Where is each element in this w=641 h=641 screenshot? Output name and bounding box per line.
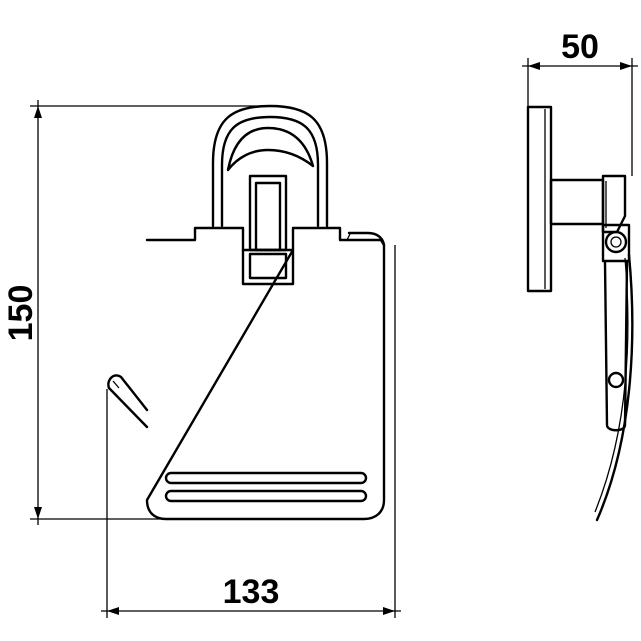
support-post bbox=[549, 178, 605, 226]
cover-flap bbox=[145, 226, 386, 521]
cover-curve bbox=[595, 253, 634, 522]
pivot-circle bbox=[604, 230, 628, 254]
pivot-block bbox=[601, 223, 631, 263]
side-arm bbox=[107, 374, 149, 429]
dimension-width: 133 bbox=[101, 245, 401, 618]
dimension-depth: 50 bbox=[522, 28, 638, 176]
wall-plate bbox=[526, 105, 553, 293]
depth-label: 50 bbox=[561, 28, 599, 66]
side-view bbox=[526, 105, 634, 522]
height-label: 150 bbox=[2, 285, 40, 342]
center-stem bbox=[241, 174, 295, 286]
front-view bbox=[107, 104, 386, 521]
dimension-height: 150 bbox=[2, 100, 270, 525]
arm-knob bbox=[607, 371, 625, 389]
width-label: 133 bbox=[223, 573, 280, 611]
hanger-loop bbox=[211, 104, 329, 228]
cover-slots bbox=[164, 471, 368, 503]
